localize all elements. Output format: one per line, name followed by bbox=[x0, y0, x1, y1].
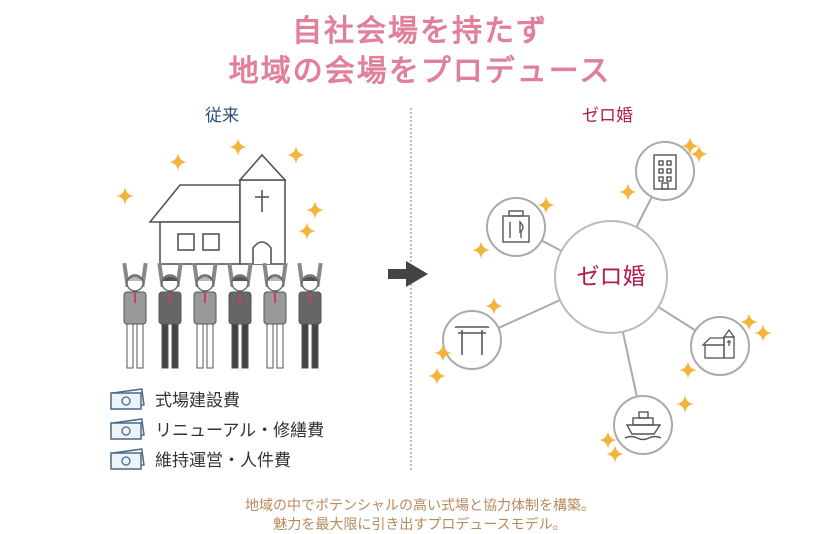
staff-figure bbox=[297, 262, 323, 369]
cruise-ship-icon bbox=[624, 411, 662, 441]
cost-label: リニューアル・修繕費 bbox=[155, 421, 325, 441]
column-divider bbox=[410, 108, 412, 470]
money-icon bbox=[110, 417, 145, 440]
title-line-2: 地域の会場をプロデュース bbox=[228, 54, 612, 89]
zerokon-hub-circle bbox=[554, 220, 668, 334]
restaurant-icon bbox=[502, 210, 530, 243]
cost-label: 維持運営・人件費 bbox=[155, 451, 291, 471]
cost-item-construction: 式場建設費 bbox=[110, 386, 240, 411]
staff-group bbox=[122, 262, 323, 369]
staff-figure bbox=[122, 262, 148, 369]
right-arrow-icon bbox=[388, 261, 428, 287]
footer-line-2: 魅力を最大限に引き出すプロデュースモデル。 bbox=[273, 517, 567, 533]
staff-figure bbox=[227, 262, 253, 369]
cost-item-operations: 維持運営・人件費 bbox=[110, 446, 291, 471]
staff-figure bbox=[262, 262, 288, 369]
zerokon-heading: ゼロ婚 bbox=[582, 106, 633, 126]
chapel-illustration bbox=[148, 153, 287, 265]
shrine-torii-icon bbox=[455, 326, 489, 355]
title-line-1: 自社会場を持たず bbox=[292, 14, 548, 49]
conventional-heading: 従来 bbox=[205, 106, 239, 126]
money-icon bbox=[110, 447, 145, 470]
money-icon bbox=[110, 387, 145, 410]
office-building-icon bbox=[653, 154, 677, 190]
staff-figure bbox=[192, 262, 218, 369]
staff-figure bbox=[157, 262, 183, 369]
cost-item-renovation: リニューアル・修繕費 bbox=[110, 416, 324, 441]
chapel-icon bbox=[701, 328, 736, 359]
footer-line-1: 地域の中でポテンシャルの高い式場と協力体制を構築。 bbox=[245, 498, 595, 514]
cost-label: 式場建設費 bbox=[155, 391, 240, 411]
zerokon-hub-label: ゼロ婚 bbox=[576, 264, 646, 290]
